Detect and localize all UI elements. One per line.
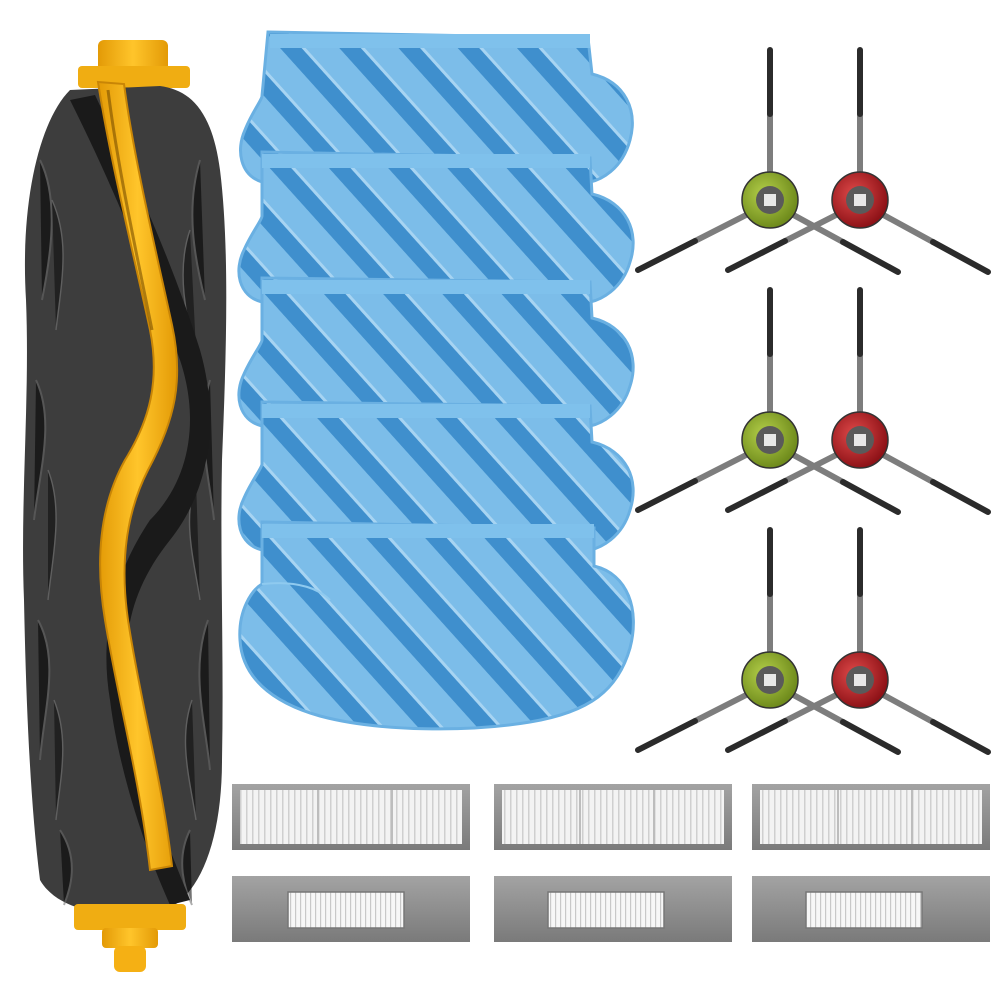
mop-pad (237, 150, 635, 304)
mop-pad (239, 30, 634, 184)
hepa-filter (752, 784, 990, 850)
roller-bottom-axle (114, 946, 146, 972)
mop-pad-stack (237, 30, 635, 731)
filter-frame (232, 876, 470, 942)
filter-frame (494, 876, 732, 942)
side-brush-set (635, 47, 991, 755)
side-brush-red (725, 47, 991, 275)
side-brush-green (635, 47, 901, 275)
roller-brush (23, 40, 227, 972)
mop-pad (237, 400, 635, 552)
roller-bottom-collar (74, 904, 186, 930)
side-brush-red (725, 527, 991, 755)
side-brush-red (725, 287, 991, 515)
roller-core (70, 95, 210, 905)
filter-frame-row (232, 876, 990, 942)
hepa-filter (232, 784, 470, 850)
filter-frame (752, 876, 990, 942)
hepa-filter (494, 784, 732, 850)
roller-blade (96, 80, 179, 872)
mop-pad (238, 520, 635, 731)
hepa-filter-row (232, 784, 990, 850)
